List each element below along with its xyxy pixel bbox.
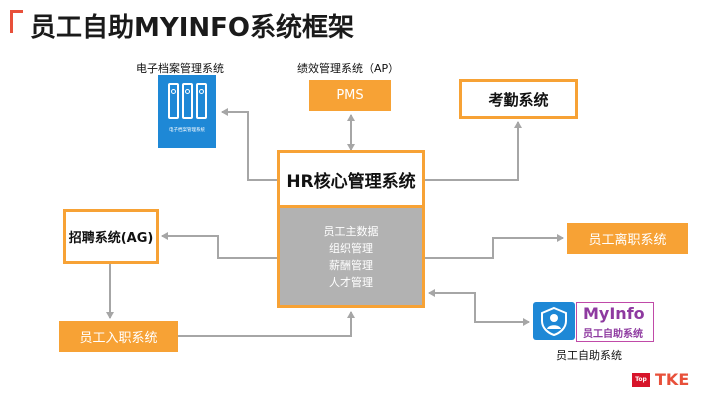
connector-onboarding-core — [178, 311, 355, 337]
connector-core-myinfo — [428, 289, 530, 326]
module-item: 组织管理 — [329, 241, 373, 255]
attendance-box: 考勤系统 — [459, 79, 578, 119]
onboarding-box: 员工入职系统 — [59, 321, 178, 352]
connector-core-offboarding — [425, 234, 564, 259]
module-item: 薪酬管理 — [329, 258, 373, 272]
myinfo-logo-subtitle: 员工自助系统 — [583, 329, 643, 340]
user-shield-icon — [533, 302, 575, 340]
connector-core-archive — [221, 108, 277, 181]
title-corner-accent — [10, 10, 23, 33]
pms-label: PMS — [336, 88, 364, 103]
offboarding-label: 员工离职系统 — [588, 233, 667, 248]
module-item: 员工主数据 — [323, 224, 379, 238]
connector-core-attendance — [425, 121, 522, 181]
tke-logo: TKE — [655, 370, 690, 389]
core-modules-box: 员工主数据 组织管理 薪酬管理 人才管理 — [277, 208, 425, 308]
myinfo-logo-title: MyInfo — [583, 304, 645, 323]
page-title: 员工自助MYINFO系统框架 — [30, 13, 354, 43]
folder-icon — [167, 83, 207, 119]
archive-icon: 电子档案管理系统 — [158, 75, 216, 148]
top-employer-badge: Top — [632, 373, 650, 387]
myinfo-caption: 员工自助系统 — [556, 349, 622, 362]
archive-icon-label: 电子档案管理系统 — [169, 128, 205, 133]
core-system-label: HR核心管理系统 — [286, 171, 416, 192]
attendance-label: 考勤系统 — [488, 90, 549, 109]
onboarding-label: 员工入职系统 — [79, 331, 158, 346]
pms-caption: 绩效管理系统（AP） — [297, 62, 400, 75]
offboarding-box: 员工离职系统 — [567, 223, 688, 254]
connector-core-recruitment — [161, 232, 277, 259]
archive-caption: 电子档案管理系统 — [136, 62, 224, 75]
module-item: 人才管理 — [329, 275, 373, 289]
core-system-box: HR核心管理系统 — [277, 150, 425, 208]
recruitment-label: 招聘系统(AG) — [68, 231, 154, 246]
recruitment-box: 招聘系统(AG) — [63, 209, 159, 264]
pms-box: PMS — [309, 80, 391, 111]
myinfo-logo: MyInfo 员工自助系统 — [576, 302, 654, 342]
